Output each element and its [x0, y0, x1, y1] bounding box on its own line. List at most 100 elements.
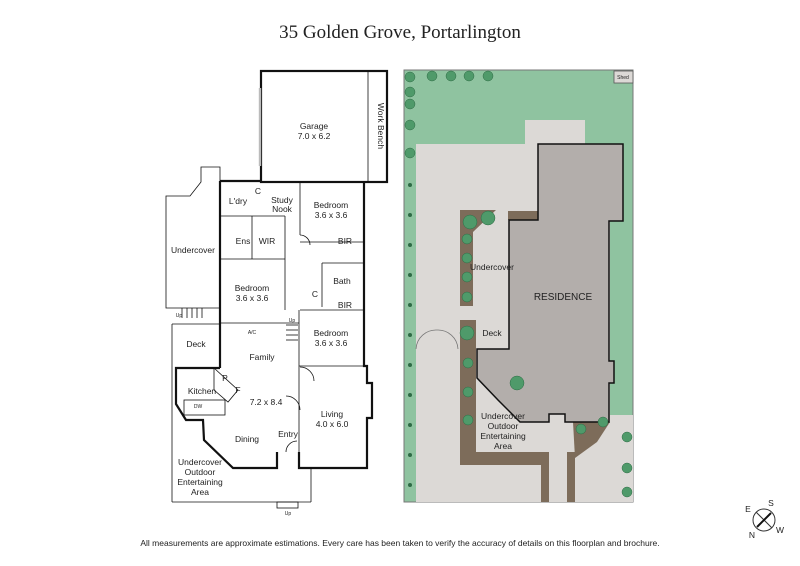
ac-label: A/C [248, 330, 257, 336]
site-outdoor-label: Entertaining [480, 431, 526, 441]
tree [621, 431, 633, 443]
shrub [408, 423, 412, 427]
family-dimensions: 7.2 x 8.4 [250, 397, 283, 407]
residence [476, 143, 624, 423]
tree [575, 423, 587, 435]
shrub [408, 243, 412, 247]
up-label: Up [285, 511, 292, 517]
tree [404, 86, 416, 98]
tree [404, 147, 416, 159]
pantry-label: P [222, 373, 228, 383]
shrub [408, 333, 412, 337]
site-deck-label: Deck [482, 328, 502, 338]
shrub [408, 393, 412, 397]
tree [404, 119, 416, 131]
compass-south: S [768, 498, 774, 508]
nook-label: Nook [272, 204, 293, 214]
compass-east: E [745, 504, 751, 514]
bedroom-dimensions: 3.6 x 3.6 [315, 338, 348, 348]
outdoor-area-label: Undercover [178, 457, 222, 467]
bedroom-label: Bedroom [314, 328, 349, 338]
kitchen-label: Kitchen [188, 386, 217, 396]
bath-label: Bath [333, 276, 351, 286]
residence-label: RESIDENCE [534, 292, 593, 303]
tree [462, 214, 478, 230]
outdoor-area-label: Outdoor [185, 467, 216, 477]
gate [415, 329, 459, 350]
site-outdoor-label: Undercover [481, 411, 525, 421]
tree [404, 71, 416, 83]
wir-label: WIR [259, 236, 276, 246]
tree [480, 210, 496, 226]
tree [597, 416, 609, 428]
cupboard-label: C [255, 186, 261, 196]
tree [509, 375, 525, 391]
tree [404, 98, 416, 110]
bedroom-dimensions: 3.6 x 3.6 [315, 210, 348, 220]
site-outdoor-label: Area [494, 441, 512, 451]
undercover-label: Undercover [171, 245, 215, 255]
compass-west: W [776, 525, 784, 535]
garage-dimensions: 7.0 x 6.2 [298, 131, 331, 141]
site-plan: Shed RESIDENCE Undercover Deck Undercove… [403, 69, 634, 503]
tree [462, 386, 474, 398]
entry-label: Entry [278, 429, 299, 439]
tree [621, 462, 633, 474]
tree [461, 291, 473, 303]
shrub [408, 483, 412, 487]
floor-plan: Garage 7.0 x 6.2 Work Bench L'dry C Stud… [165, 69, 389, 517]
garage-label: Garage [300, 121, 329, 131]
trees [404, 70, 633, 498]
bedroom-label: Bedroom [235, 283, 270, 293]
dishwasher-label: DW [194, 404, 203, 410]
family-label: Family [249, 352, 275, 362]
tree [426, 70, 438, 82]
disclaimer: All measurements are approximate estimat… [140, 538, 660, 548]
bedroom-label: Bedroom [314, 200, 349, 210]
laundry-label: L'dry [229, 196, 248, 206]
ensuite-label: Ens [236, 236, 251, 246]
outdoor-area-label: Area [191, 487, 209, 497]
tree [462, 414, 474, 426]
site-undercover-label: Undercover [470, 262, 514, 272]
tree [459, 325, 475, 341]
dining-label: Dining [235, 434, 259, 444]
pantry [213, 367, 239, 403]
living-dimensions: 4.0 x 6.0 [316, 419, 349, 429]
shed-label: Shed [617, 75, 629, 81]
bedroom-dimensions: 3.6 x 3.6 [236, 293, 269, 303]
cupboard-label: C [312, 289, 318, 299]
up-label: Up [176, 313, 183, 319]
tree [461, 233, 473, 245]
undercover-area [165, 166, 221, 309]
deck-label: Deck [186, 339, 206, 349]
tree [621, 486, 633, 498]
compass-north: N [749, 530, 755, 540]
bir-label: BIR [338, 236, 352, 246]
page-title: 35 Golden Grove, Portarlington [279, 22, 521, 43]
tree [461, 271, 473, 283]
work-bench-label: Work Bench [376, 103, 386, 149]
stairs [181, 308, 299, 509]
living-label: Living [321, 409, 343, 419]
fridge-label: F [235, 385, 240, 395]
site-outdoor-label: Outdoor [488, 421, 519, 431]
outdoor-area-label: Entertaining [177, 477, 223, 487]
shrub [408, 453, 412, 457]
up-label: Up [289, 318, 296, 324]
shed [613, 70, 634, 84]
tree [463, 70, 475, 82]
bir-label: BIR [338, 300, 352, 310]
tree [462, 357, 474, 369]
shrub [408, 273, 412, 277]
kitchen-bench [183, 399, 226, 416]
tree [445, 70, 457, 82]
shrub [408, 363, 412, 367]
tree [482, 70, 494, 82]
shrub [408, 183, 412, 187]
study-label: Study [271, 195, 293, 205]
tree [461, 252, 473, 264]
compass: E S N W [745, 498, 784, 540]
shrub [408, 303, 412, 307]
